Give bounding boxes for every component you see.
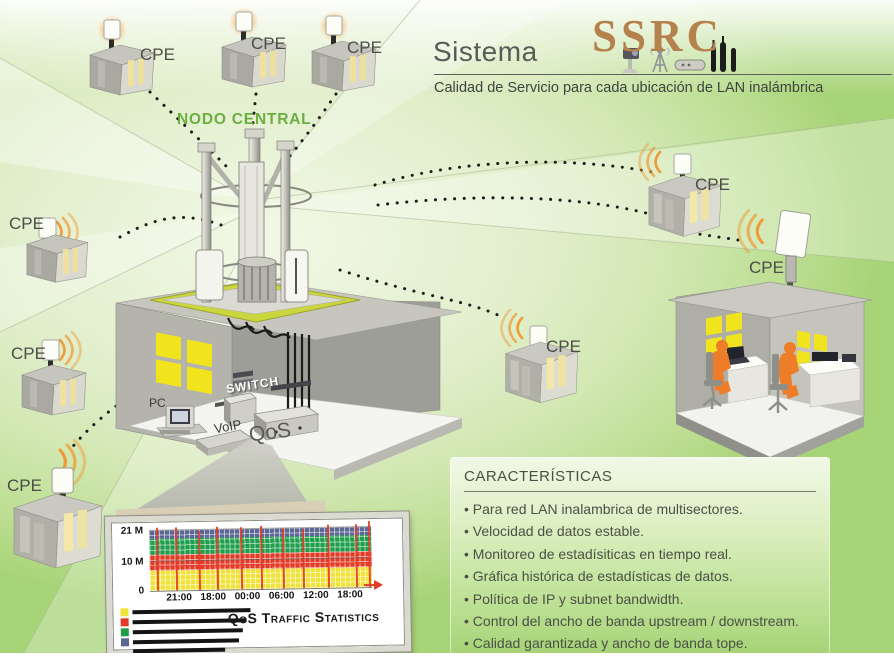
qos-equipment — [252, 380, 320, 441]
camera-icon — [622, 48, 639, 73]
feature-item: Política de IP y subnet bandwidth. — [464, 588, 820, 610]
switch-equipment — [223, 370, 257, 427]
features-title: CARACTERÍSTICAS — [464, 468, 816, 492]
radio-antennas-icon — [711, 36, 736, 72]
features-panel: CARACTERÍSTICAS Para red LAN inalambrica… — [450, 457, 830, 655]
cpe-label-7: CPE — [546, 337, 581, 356]
cpe-label-8: CPE — [695, 175, 730, 194]
legend-swatch — [120, 638, 130, 647]
legend-text-bar — [132, 638, 240, 645]
cpe-site-6 — [13, 438, 103, 569]
x-tick-label: 18:00 — [337, 589, 363, 601]
qos-chart-x-axis: 21:00 18:00 00:00 06:00 12:00 18:00 — [150, 589, 372, 605]
pc-label: PC — [149, 396, 166, 410]
roof-cables — [226, 317, 311, 410]
cpe-site-2 — [221, 7, 287, 88]
cpe-site-9 — [737, 209, 812, 283]
central-node-label: NODO CENTRAL — [177, 111, 312, 128]
qos-chart-panel: 21 M 10 M 0 21:00 18:00 00:00 06:00 12:00 18:00… — [103, 510, 413, 658]
features-list: Para red LAN inalambrica de multisectore… — [464, 498, 820, 655]
client-office-building — [667, 209, 873, 468]
cpe-label-5: CPE — [11, 344, 46, 363]
x-axis-arrow-icon — [373, 579, 384, 590]
chart-callout — [126, 438, 316, 516]
legend-swatch — [120, 618, 129, 627]
qos-label: QoS — [247, 418, 293, 447]
bottom-margin — [0, 653, 894, 671]
building-window — [156, 332, 212, 395]
office-chair-1 — [702, 352, 722, 409]
page-subtitle: Calidad de Servicio para cada ubicación … — [434, 80, 824, 96]
y-tick-label: 21 M — [120, 525, 144, 537]
page-title: Sistema — [433, 36, 538, 67]
legend-swatch — [120, 628, 129, 637]
feature-item: Calidad garantizada y ancho de banda top… — [464, 632, 820, 654]
x-tick-label: 12:00 — [302, 589, 329, 602]
feature-item: Control del ancho de banda upstream / do… — [464, 610, 820, 632]
qos-chart-y-axis: 21 M 10 M 0 — [111, 525, 146, 596]
header-equipment-icons — [622, 36, 736, 73]
feature-item: Monitoreo de estadísiticas en tiempo rea… — [464, 543, 820, 565]
access-point-icon — [674, 59, 706, 71]
central-tower — [195, 128, 312, 303]
feature-item: Gráfica histórica de estadísticas de dat… — [464, 565, 820, 587]
qos-chart-plot — [148, 521, 373, 592]
feature-item: Velocidad de datos estable. — [464, 520, 820, 542]
x-tick-label: 06:00 — [268, 590, 295, 602]
cpe-label-1: CPE — [140, 45, 175, 64]
cpe-label-6: CPE — [7, 476, 42, 495]
x-tick-label: 18:00 — [200, 591, 227, 604]
cpe-label-3: CPE — [347, 38, 382, 57]
feature-item: Para red LAN inalambrica de multisectore… — [464, 498, 820, 520]
legend-swatch — [120, 608, 129, 617]
cpe-label-2: CPE — [251, 34, 286, 53]
antenna-tripod-icon — [650, 46, 670, 73]
pc-equipment — [156, 405, 208, 438]
y-tick-label: 0 — [138, 585, 145, 597]
cpe-label-4: CPE — [9, 214, 44, 233]
header-divider — [434, 74, 892, 75]
qos-chart-title: QoS Traffic Statistics — [227, 607, 380, 627]
office-chair-2 — [768, 354, 788, 413]
x-tick-label: 21:00 — [166, 592, 192, 604]
cpe-label-9: CPE — [749, 258, 784, 277]
cpe-site-1 — [89, 15, 155, 96]
brand-logo: SSRC — [592, 11, 724, 61]
cpe-site-3 — [311, 11, 377, 92]
legend-row — [120, 635, 271, 648]
legend-text-bar — [132, 628, 243, 635]
y-tick-label: 10 M — [121, 556, 144, 569]
x-tick-label: 00:00 — [234, 590, 261, 603]
